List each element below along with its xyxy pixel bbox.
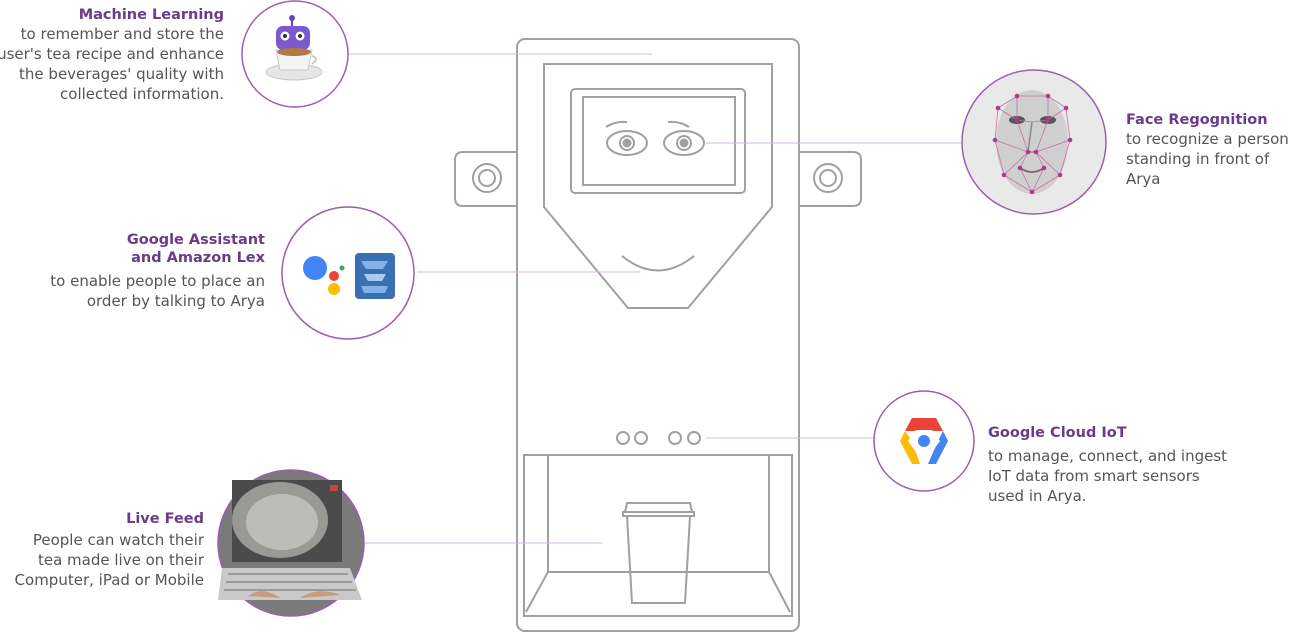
screen-eyes	[605, 120, 705, 156]
cup	[622, 502, 695, 604]
face-recognition-feature: Face Regognition to recognize a person s…	[1126, 111, 1306, 189]
machine-head	[543, 63, 773, 309]
iot-feature: Google Cloud IoT to manage, connect, and…	[988, 424, 1238, 506]
live-feed-title: Live Feed	[126, 511, 204, 527]
machine-smile	[621, 255, 695, 272]
voice-title-line1: Google Assistant	[126, 232, 265, 248]
arya-machine	[454, 38, 862, 632]
speaker-right	[799, 151, 862, 207]
machine-learning-description: to remember and store the user's tea rec…	[0, 25, 224, 103]
voice-feature: Google Assistant and Amazon Lex to enabl…	[15, 231, 265, 311]
cup-compartment	[523, 454, 793, 617]
google-assistant-icon	[303, 256, 345, 295]
voice-title-line2: and Amazon Lex	[131, 250, 265, 266]
voice-description: to enable people to place an order by ta…	[50, 272, 265, 310]
iot-description: to manage, connect, and ingest IoT data …	[988, 447, 1228, 505]
face-recognition-title: Face Regognition	[1126, 112, 1268, 128]
live-feed-description: People can watch their tea made live on …	[14, 531, 204, 589]
machine-buttons	[616, 431, 701, 445]
face-mesh-icon	[961, 69, 1107, 215]
voice-icons	[281, 206, 415, 340]
machine-learning-feature: Machine Learning to remember and store t…	[0, 6, 224, 104]
laptop-live-feed-icon	[217, 469, 365, 617]
machine-body	[516, 38, 800, 632]
machine-screen	[570, 88, 746, 194]
machine-learning-title: Machine Learning	[78, 7, 224, 23]
machine-screen-inner	[582, 96, 736, 186]
amazon-lex-icon	[355, 253, 395, 299]
iot-title: Google Cloud IoT	[988, 425, 1127, 441]
google-cloud-iot-icon	[873, 390, 975, 492]
live-feed-feature: Live Feed People can watch their tea mad…	[4, 510, 204, 590]
connector-lines	[348, 53, 962, 544]
robot-teacup-icon	[241, 0, 349, 108]
speaker-left	[454, 151, 517, 207]
face-recognition-description: to recognize a person standing in front …	[1126, 130, 1289, 188]
